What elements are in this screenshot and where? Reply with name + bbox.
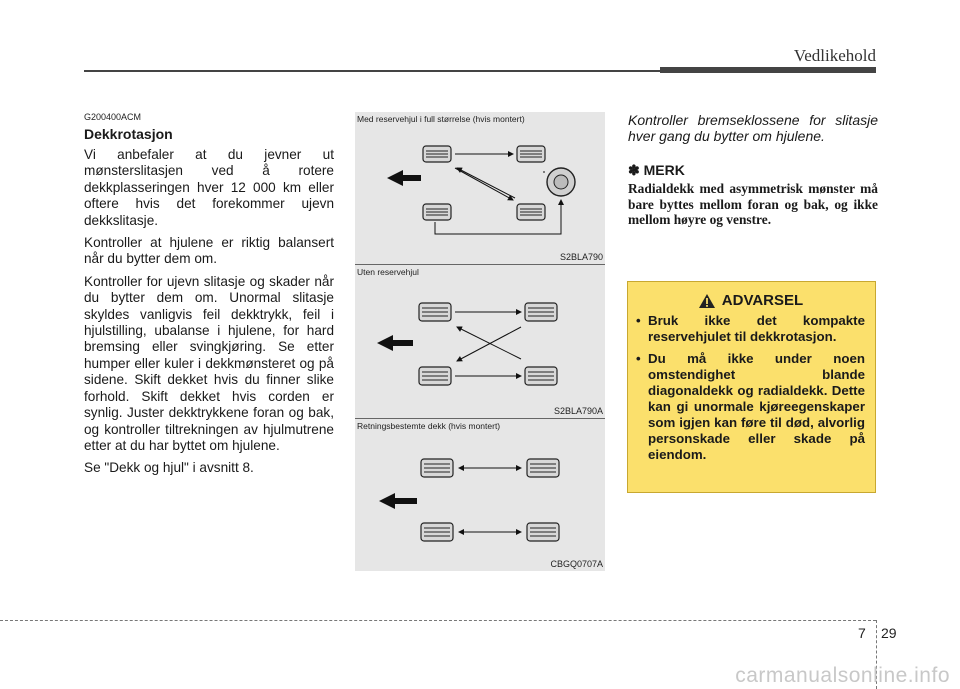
figure-code: S2BLA790 bbox=[559, 252, 603, 262]
section-title: Vedlikehold bbox=[793, 46, 876, 65]
rotation-arrow bbox=[456, 167, 516, 199]
bullet: • bbox=[636, 351, 641, 366]
tire-rear-right bbox=[526, 522, 560, 542]
figure-code: CBGQ0707A bbox=[550, 559, 603, 569]
rotation-diagram-full-spare bbox=[387, 145, 576, 235]
warning-item: • Bruk ikke det kompakte reservehjulet ti… bbox=[636, 313, 865, 345]
figure-caption: Retningsbestemte dekk (hvis montert) bbox=[357, 421, 501, 431]
warning-box: ADVARSEL • Bruk ikke det kompakte reserve… bbox=[627, 281, 876, 493]
note-body: Radialdekk med asymmetrisk mønster må ba… bbox=[628, 181, 878, 227]
rotation-arrow bbox=[456, 326, 522, 362]
tire-rear-left bbox=[422, 203, 452, 221]
figure-full-spare: Med reservehjul i full størrelse (hvis m… bbox=[355, 112, 605, 264]
tire-rear-left bbox=[418, 366, 452, 386]
tire-rear-right bbox=[516, 203, 546, 221]
left-column: G200400ACM Dekkrotasjon Vi anbefaler at … bbox=[84, 112, 334, 483]
spare-wheel bbox=[546, 167, 576, 197]
right-column: Kontroller bremseklossene for slitasje h… bbox=[628, 112, 878, 228]
section-heading: Dekkrotasjon bbox=[84, 126, 173, 142]
paragraph: Kontroller for ujevn slitasje og skader … bbox=[84, 273, 334, 453]
footer-divider bbox=[876, 620, 877, 689]
warning-title: ADVARSEL bbox=[721, 292, 804, 309]
rotation-arrow bbox=[434, 199, 564, 235]
forward-direction-arrow-icon bbox=[379, 493, 417, 509]
paragraph: Vi anbefaler at du jevner ut mønsterslit… bbox=[84, 147, 334, 228]
header-rule-accent bbox=[660, 67, 876, 73]
tire-rear-left bbox=[420, 522, 454, 542]
note-heading: ✽ MERK bbox=[628, 162, 878, 179]
paragraph: Se "Dekk og hjul" i avsnitt 8. bbox=[84, 460, 254, 476]
watermark: carmanualsonline.info bbox=[735, 664, 950, 687]
warning-item: • Du må ikke under noen omstendighet blan… bbox=[636, 351, 865, 463]
warning-item-text: Du må ikke under noen omstendighet bland… bbox=[648, 351, 865, 462]
rotation-arrow bbox=[454, 167, 514, 201]
figure-divider bbox=[355, 264, 605, 265]
warning-header: ADVARSEL bbox=[636, 292, 865, 309]
tire-front-right bbox=[524, 302, 558, 322]
section-code: G200400ACM bbox=[84, 112, 142, 122]
figure-caption: Uten reservehjul bbox=[357, 267, 419, 277]
tire-front-right bbox=[526, 458, 560, 478]
rotation-diagram-directional bbox=[379, 458, 560, 542]
forward-direction-arrow-icon bbox=[377, 335, 413, 351]
figure-divider bbox=[355, 418, 605, 419]
tire-front-left bbox=[418, 302, 452, 322]
paragraph: Kontroller at hjulene er riktig balanser… bbox=[84, 235, 334, 267]
header-rule bbox=[84, 70, 660, 72]
chapter-number: 7 bbox=[858, 625, 866, 641]
note-title: MERK bbox=[643, 162, 685, 178]
note-star-icon: ✽ bbox=[628, 162, 640, 178]
tire-rear-right bbox=[524, 366, 558, 386]
brake-pad-note: Kontroller bremseklossene for slitasje h… bbox=[628, 112, 878, 144]
rotation-diagram-no-spare bbox=[377, 302, 558, 386]
warning-list: • Bruk ikke det kompakte reservehjulet ti… bbox=[636, 313, 865, 463]
page-number: 29 bbox=[881, 625, 897, 641]
footer-rule bbox=[0, 620, 876, 621]
figure-caption: Med reservehjul i full størrelse (hvis m… bbox=[357, 114, 525, 124]
tire-front-right bbox=[516, 145, 546, 163]
rotation-arrow bbox=[456, 326, 522, 360]
figure-no-spare: Uten reservehjul S2BLA790A bbox=[355, 265, 605, 418]
warning-item-text: Bruk ikke det kompakte reservehjulet til… bbox=[648, 313, 865, 344]
figure-directional: Retningsbestemte dekk (hvis montert) CBG… bbox=[355, 419, 605, 571]
figure-code: S2BLA790A bbox=[553, 406, 603, 416]
tire-front-left bbox=[422, 145, 452, 163]
warning-triangle-icon bbox=[698, 293, 715, 308]
bullet: • bbox=[636, 313, 641, 328]
tire-front-left bbox=[420, 458, 454, 478]
forward-direction-arrow-icon bbox=[387, 170, 421, 186]
